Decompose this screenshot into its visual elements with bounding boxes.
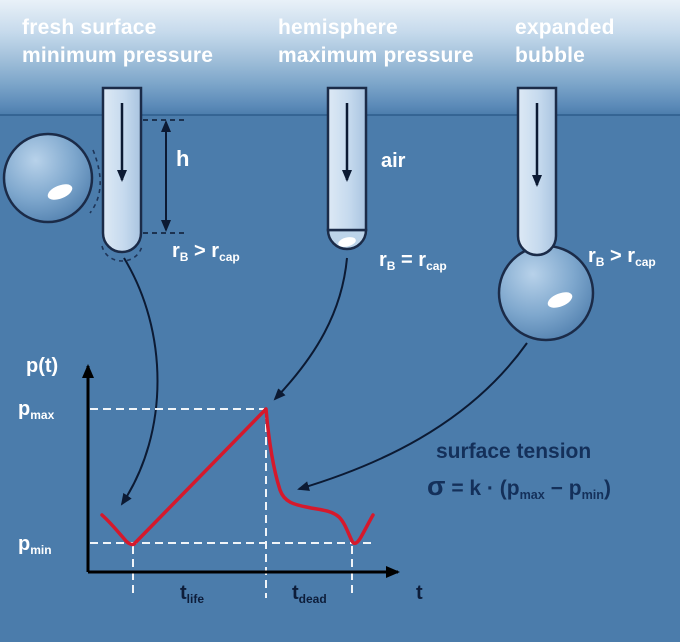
sigma-symbol: σ [427, 471, 446, 501]
t-life-label: tlife [180, 582, 205, 606]
arrow-max-pressure [273, 257, 348, 401]
p-max-label: pmax [18, 398, 55, 422]
y-axis-label: p(t) [26, 355, 59, 377]
depth-h-label: h [176, 146, 190, 171]
capillary-tube-1 [101, 86, 143, 254]
r-relation-2: rB = rcap [379, 249, 447, 273]
r-relation-3: rB > rcap [588, 245, 656, 269]
arrow-expanded-bubble [297, 342, 528, 491]
graph-axes [82, 364, 400, 578]
connector-arrows [120, 257, 528, 506]
capillary-tube-2 [326, 86, 368, 251]
r-relation-1: rB > rcap [172, 240, 240, 264]
air-label: air [381, 150, 406, 172]
surface-tension-heading: surface tension [436, 440, 592, 463]
t-axis-label: t [416, 582, 423, 604]
expanded-bubble-icon [497, 244, 595, 342]
t-dead-label: tdead [292, 582, 327, 606]
surface-tension-formula: σ = k · (pmax − pmin) [427, 471, 611, 503]
detached-bubble-icon [2, 132, 94, 224]
title-fresh-surface: fresh surface minimum pressure [22, 16, 214, 67]
arrow-min-pressure [120, 257, 159, 506]
detachment-dashed-arcs [89, 149, 143, 262]
title-hemisphere: hemisphere maximum pressure [278, 16, 474, 67]
pressure-curve [100, 407, 375, 547]
p-min-label: pmin [18, 533, 52, 557]
depth-h-measure [143, 119, 188, 234]
title-expanded-bubble: expanded bubble [515, 16, 615, 67]
graph-dashed-guides [90, 408, 372, 598]
capillary-tube-3 [516, 86, 558, 257]
